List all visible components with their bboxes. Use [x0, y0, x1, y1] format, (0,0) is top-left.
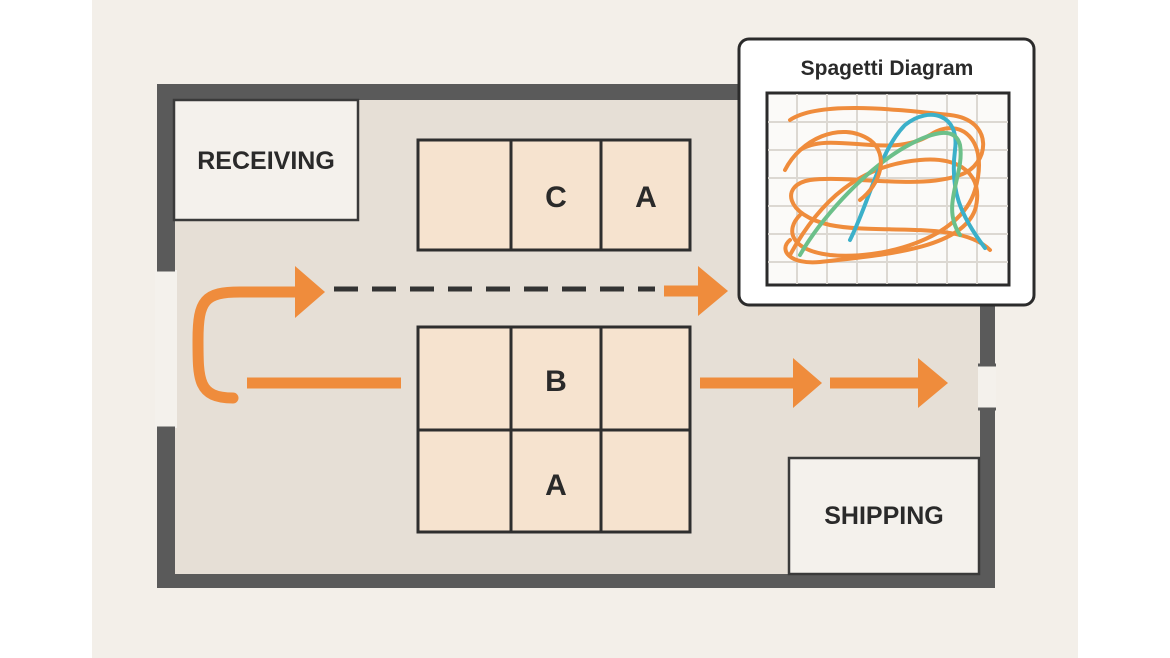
lower-bin-a-label: A: [545, 469, 567, 502]
shipping-area: SHIPPING: [787, 456, 981, 576]
upper-bin-a-label: A: [635, 181, 657, 214]
inset-grid: [768, 94, 1008, 284]
flow-path: [192, 266, 948, 408]
right-doorway: [978, 365, 996, 409]
upper-rack: C A: [416, 138, 692, 252]
receiving-label: RECEIVING: [197, 147, 335, 175]
upper-bin-c-label: C: [545, 181, 567, 214]
arrowhead-icon: [698, 266, 728, 316]
inset-title: Spagetti Diagram: [801, 57, 974, 80]
receiving-area: RECEIVING: [172, 98, 360, 222]
lower-bin-b-label: B: [545, 365, 567, 398]
receiving-box: [172, 98, 360, 222]
shipping-box: [787, 456, 981, 576]
spaghetti-diagram-inset: Spagetti Diagram: [737, 37, 1036, 307]
arrowhead-icon: [918, 358, 948, 408]
arrowhead-icon: [295, 266, 325, 318]
spaghetti-line-green: [798, 130, 963, 257]
spaghetti-line-orange-1: [788, 106, 992, 252]
left-u-turn-arrow: [192, 286, 304, 404]
arrowhead-icon: [793, 358, 822, 408]
lower-rack: B A: [416, 325, 692, 534]
shipping-label: SHIPPING: [824, 502, 943, 530]
upper-rack-frame: [416, 138, 692, 252]
spaghetti-line-orange-3: [783, 157, 980, 265]
spaghetti-line-orange-4: [783, 129, 883, 202]
left-doorway: [155, 270, 177, 428]
